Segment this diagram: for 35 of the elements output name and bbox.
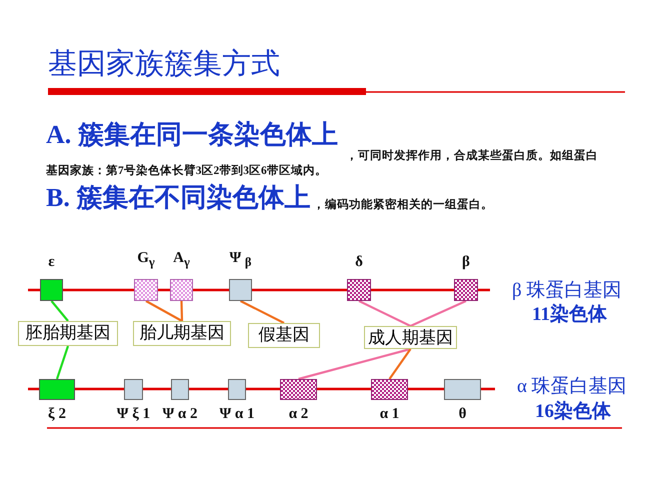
chromosome-label: 11染色体 — [532, 302, 607, 327]
connector-line — [180, 300, 184, 322]
gene-label: θ — [458, 405, 466, 423]
gene-label: G$_{γ}$ — [137, 249, 155, 271]
connector-line — [56, 346, 70, 380]
chromosome-label: 16染色体 — [535, 400, 611, 424]
chromosome-label: α 珠蛋白基因 — [517, 375, 627, 399]
stage-box: 成人期基因 — [364, 326, 457, 349]
gene-label: ξ 2 — [48, 405, 66, 423]
gene-label: Ψ α 2 — [162, 405, 198, 423]
connector-line — [240, 300, 284, 324]
gene-label: A$_{γ}$ — [173, 249, 190, 271]
gene-label: α 2 — [288, 405, 308, 423]
connector-line — [145, 300, 183, 322]
connector-line — [358, 300, 411, 327]
connector-line — [388, 348, 412, 380]
heading: B. 簇集在不同染色体上 — [46, 183, 310, 213]
gene-label: ε — [48, 253, 55, 271]
chromosome-label: β 珠蛋白基因 — [512, 279, 622, 303]
gene-label: Ψ ξ 1 — [116, 405, 150, 423]
title: 基因家族簇集方式 — [48, 47, 280, 82]
connector-line — [50, 300, 69, 322]
note-text: ，可同时发挥作用，合成某些蛋白质。如组蛋白基因家族：第7号染色体长臂3区2带到3区6带区域内。 — [46, 149, 599, 179]
gene-label: Ψ $_{β}$ — [229, 249, 252, 271]
note-text: ，编码功能紧密相关的一组蛋白。 — [313, 197, 493, 212]
heading: A. 簇集在同一条染色体上 — [46, 121, 338, 148]
gene-label: β — [462, 253, 470, 271]
connector-line — [298, 348, 411, 380]
gene-label: α 1 — [380, 405, 400, 423]
connector-line — [410, 300, 466, 327]
stage-box: 假基因 — [248, 323, 320, 348]
gene-label: δ — [355, 253, 363, 271]
stage-box: 胚胎期基因 — [18, 321, 118, 346]
gene-label: Ψ α 1 — [219, 405, 255, 423]
stage-box: 胎儿期基因 — [133, 321, 231, 346]
